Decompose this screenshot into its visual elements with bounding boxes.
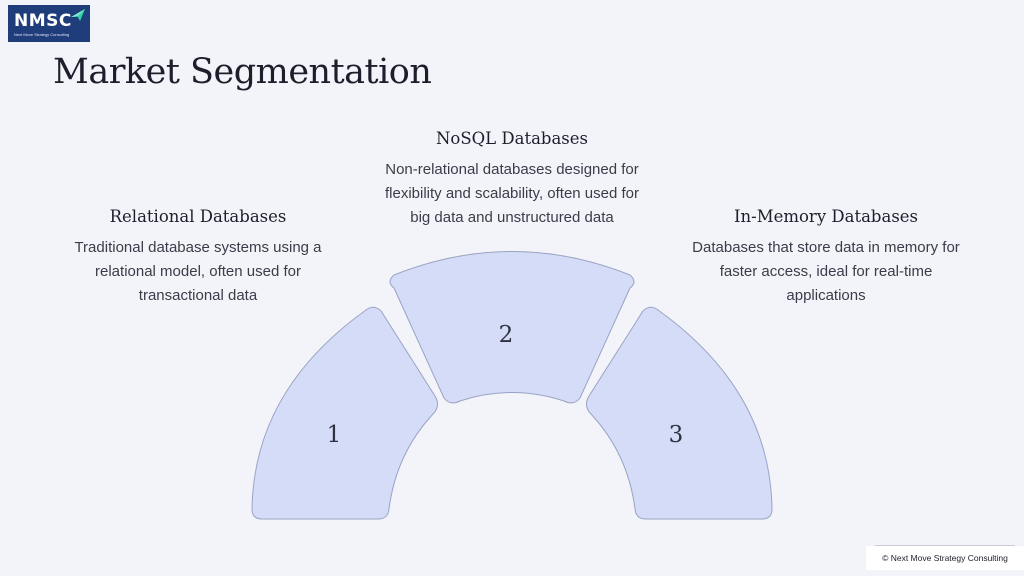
segment-title: Relational Databases: [109, 207, 287, 226]
segment-number-3: 3: [669, 422, 684, 448]
description-line: big data and unstructured data: [410, 209, 614, 226]
description-line: faster access, ideal for real-time: [719, 263, 933, 280]
arc-segment-3: [585, 306, 773, 520]
segment-number-1: 1: [327, 422, 342, 448]
arc-segment-2: [389, 251, 635, 404]
segment-3-text: In-Memory Databases Databases that store…: [676, 207, 976, 308]
description-line: transactional data: [138, 287, 258, 304]
description-line: Non-relational databases designed for: [385, 161, 639, 178]
segment-number-2: 2: [499, 322, 514, 348]
logo-subtext: Next Move Strategy Consulting: [14, 32, 70, 37]
copyright-footer: © Next Move Strategy Consulting: [866, 546, 1024, 570]
description-line: Databases that store data in memory for: [692, 239, 960, 256]
arc-segment-1: [251, 306, 439, 520]
segment-title: NoSQL Databases: [435, 129, 589, 148]
description-line: relational model, often used for: [95, 263, 301, 280]
company-logo: NMSC Next Move Strategy Consulting: [8, 5, 90, 42]
paper-plane-icon: [71, 9, 85, 21]
description-line: Traditional database systems using a: [74, 239, 322, 256]
footer-divider: [875, 545, 1015, 546]
segment-description: Databases that store data in memory for …: [676, 236, 976, 308]
segment-title: In-Memory Databases: [733, 207, 919, 226]
segment-description: Non-relational databases designed for fl…: [362, 158, 662, 230]
description-line: flexibility and scalability, often used …: [384, 185, 640, 202]
page-title: Market Segmentation: [53, 52, 432, 92]
segment-2-text: NoSQL Databases Non-relational databases…: [362, 129, 662, 230]
segment-1-text: Relational Databases Traditional databas…: [58, 207, 338, 308]
segment-description: Traditional database systems using a rel…: [58, 236, 338, 308]
description-line: applications: [786, 287, 866, 304]
logo-text: NMSC: [14, 11, 72, 31]
